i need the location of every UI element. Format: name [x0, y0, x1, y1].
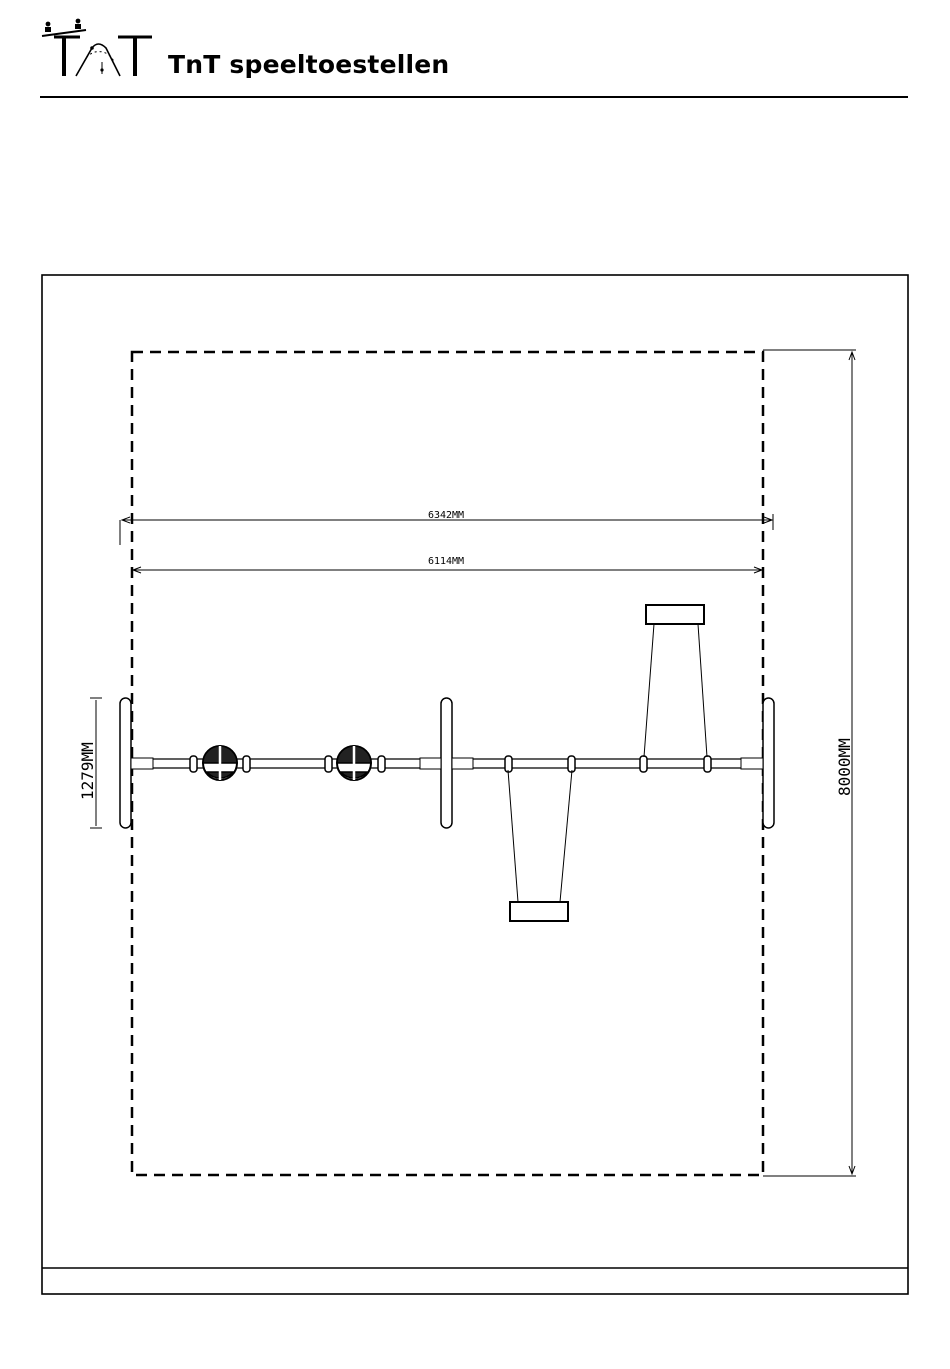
frame-width-label: 6114MM [428, 556, 464, 567]
depth-dimension-label: 8000MM [835, 738, 854, 796]
drawing-frame [42, 275, 908, 1294]
baby-seat-2 [337, 746, 371, 780]
baby-seat-1 [203, 746, 237, 780]
a-frame-right [763, 698, 774, 828]
leg-width-label: 1279MM [78, 742, 97, 800]
a-frame-middle [441, 698, 452, 828]
flat-seat-swing-2 [644, 605, 707, 757]
frame-width-dimension [133, 567, 762, 573]
flat-seat-swing-1 [508, 770, 572, 921]
a-frame-left [120, 698, 131, 828]
overall-width-label: 6342MM [428, 510, 464, 521]
